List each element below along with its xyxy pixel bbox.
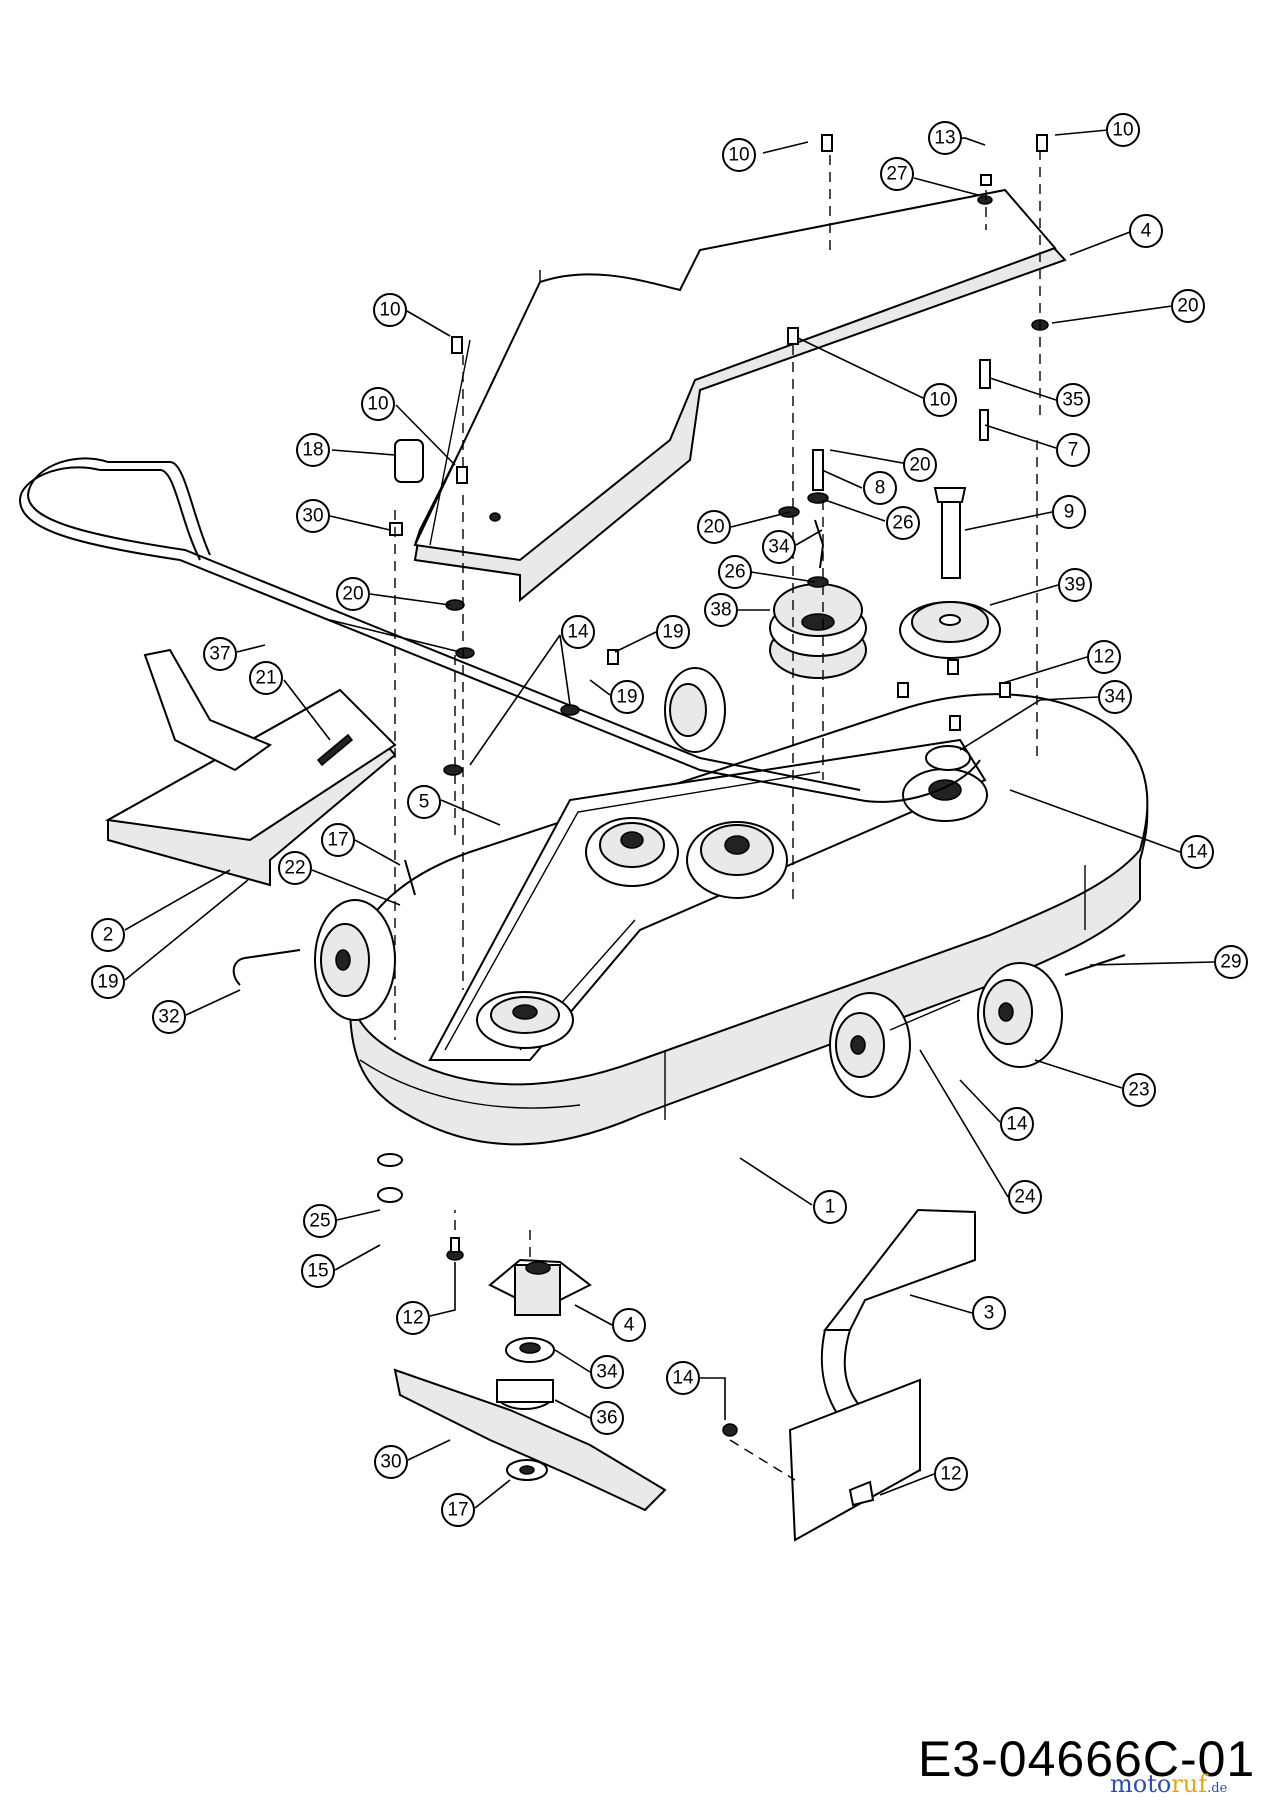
callout-label: 17	[447, 1500, 468, 1521]
callout-label: 19	[662, 622, 683, 643]
callout-label: 20	[342, 584, 363, 605]
callout-label: 1	[825, 1197, 836, 1218]
callout-label: 14	[567, 622, 589, 643]
callout-label: 34	[1104, 687, 1126, 708]
callout-label: 25	[309, 1211, 330, 1232]
drawing-number: E3-04666C-01	[918, 1731, 1256, 1787]
drive-belt	[18, 457, 981, 803]
watermark-part1: moto	[1110, 1770, 1172, 1798]
callout-label: 10	[728, 145, 749, 166]
callout-label: 30	[302, 506, 323, 527]
callout-label: 10	[1112, 120, 1133, 141]
callout-label: 10	[929, 390, 950, 411]
upper-pulleys	[769, 449, 1001, 679]
callout-label: 34	[768, 537, 790, 558]
callout-label: 8	[875, 478, 886, 499]
gauge-wheels	[314, 667, 1063, 1098]
belt-cover	[413, 188, 1067, 603]
callout-label: 18	[302, 440, 323, 461]
callout-label: 35	[1062, 390, 1083, 411]
callout-label: 20	[703, 517, 724, 538]
callout-label: 19	[97, 972, 118, 993]
mulch-plate	[722, 1208, 976, 1542]
callouts: 10 13 10 27 4 20 10 10 10 35 7 18 20 8 9…	[91, 113, 1248, 1527]
callout-label: 14	[672, 1368, 694, 1389]
hardware	[232, 134, 1126, 986]
callout-label: 26	[724, 562, 745, 583]
deck-housing	[348, 693, 1149, 1146]
callout-label: 39	[1064, 575, 1085, 596]
watermark-suffix: .de	[1207, 1781, 1228, 1796]
callout-label: 13	[934, 128, 955, 149]
callout-label: 4	[1141, 221, 1152, 242]
callout-label: 21	[255, 668, 276, 689]
callout-label: 12	[402, 1308, 423, 1329]
callout-label: 12	[1093, 647, 1114, 668]
callout-label: 32	[158, 1007, 179, 1028]
callout-label: 12	[940, 1464, 961, 1485]
callout-label: 4	[624, 1315, 635, 1336]
callout-label: 36	[596, 1408, 617, 1429]
deck-pulleys	[476, 745, 988, 1049]
callout-label: 20	[1177, 296, 1198, 317]
callout-label: 20	[909, 455, 930, 476]
callout-label: 24	[1014, 1187, 1036, 1208]
callout-label: 27	[886, 164, 907, 185]
callout-label: 23	[1128, 1080, 1149, 1101]
callout-label: 38	[710, 600, 731, 621]
callout-label: 22	[284, 858, 305, 879]
callout-label: 2	[103, 925, 114, 946]
callout-label: 19	[616, 687, 637, 708]
spindle-blade-assembly	[377, 1153, 667, 1512]
callout-label: 5	[419, 792, 430, 813]
callout-label: 17	[327, 830, 348, 851]
assembly-lines	[394, 150, 1041, 1481]
callout-label: 14	[1006, 1114, 1028, 1135]
callout-label: 26	[892, 513, 913, 534]
callout-label: 10	[367, 394, 388, 415]
callout-label: 34	[596, 1362, 618, 1383]
callout-label: 14	[1186, 842, 1208, 863]
callout-label: 37	[209, 644, 230, 665]
callout-label: 29	[1220, 952, 1241, 973]
callout-label: 30	[380, 1452, 401, 1473]
callout-label: 15	[307, 1261, 328, 1282]
callout-label: 3	[984, 1303, 995, 1324]
watermark-part2: ruf	[1171, 1770, 1208, 1798]
callout-label: 7	[1068, 440, 1079, 461]
discharge-chute	[104, 648, 397, 887]
watermark-logo: motoruf.de	[1110, 1770, 1227, 1798]
callout-label: 10	[379, 300, 400, 321]
callout-label: 9	[1064, 502, 1075, 523]
